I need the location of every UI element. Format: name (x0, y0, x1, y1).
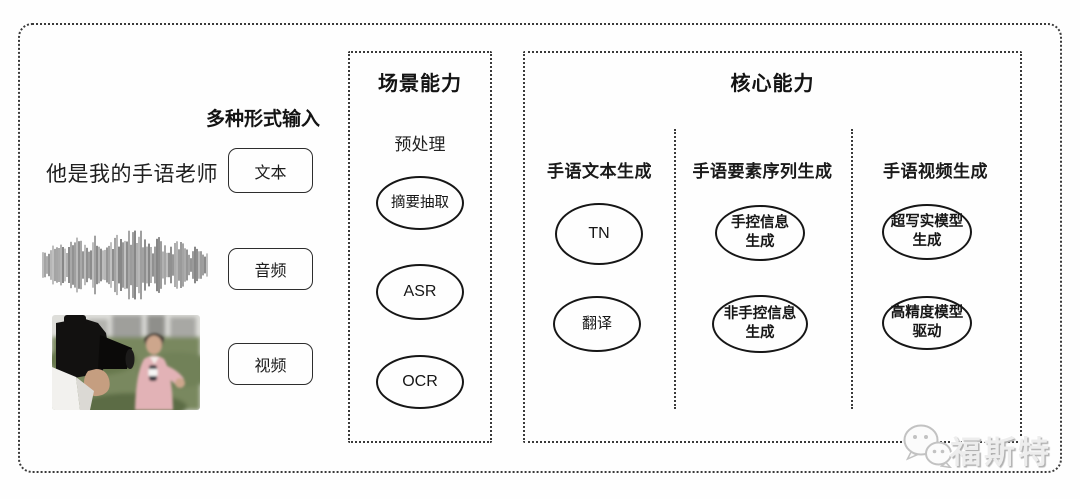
video-tag-label: 视频 (254, 358, 287, 375)
preprocessing-label: 预处理 (394, 135, 446, 154)
node-hyperreal-model-generation: 超写实模型 生成 (882, 204, 972, 260)
node-translation: 翻译 (553, 296, 641, 352)
camera-reporter-photo (52, 315, 200, 410)
wechat-icon (901, 420, 953, 469)
node-asr: ASR (376, 264, 464, 320)
column-divider (674, 129, 676, 409)
text-tag-label: 文本 (254, 164, 287, 182)
column-divider (851, 129, 853, 409)
column-header-sign-sequence: 手语要素序列生成 (692, 162, 833, 181)
audio-waveform (40, 226, 210, 304)
column-header-sign-text: 手语文本生成 (547, 162, 652, 181)
waveform-icon (42, 230, 208, 300)
node-manual-info-generation: 手控信息 生成 (715, 205, 805, 261)
node-non-manual-info-generation: 非手控信息 生成 (712, 295, 808, 353)
input-heading: 多种形式输入 (205, 109, 320, 130)
node-ocr: OCR (376, 355, 464, 409)
text-tag: 文本 (228, 148, 313, 193)
audio-tag: 音频 (228, 248, 313, 290)
scene-capability-title: 场景能力 (378, 73, 462, 95)
node-summary-extraction: 摘要抽取 (376, 176, 464, 230)
outer-dotted-border (18, 23, 1062, 473)
watermark-text: 福斯特 (950, 435, 1052, 470)
node-tn: TN (555, 203, 643, 265)
core-capability-title: 核心能力 (730, 73, 815, 95)
video-tag: 视频 (228, 343, 313, 385)
node-high-precision-model-drive: 高精度模型 驱动 (882, 296, 972, 350)
audio-tag-label: 音频 (254, 263, 287, 280)
sample-sentence: 他是我的手语老师 (46, 163, 218, 186)
scene-capability-box: 场景能力 预处理 摘要抽取 ASR OCR (348, 51, 492, 443)
column-header-sign-video: 手语视频生成 (883, 162, 988, 181)
video-thumbnail (52, 315, 200, 410)
core-capability-box: 核心能力 手语文本生成 手语要素序列生成 手语视频生成 TN 翻译 手控信息 生… (523, 51, 1022, 443)
